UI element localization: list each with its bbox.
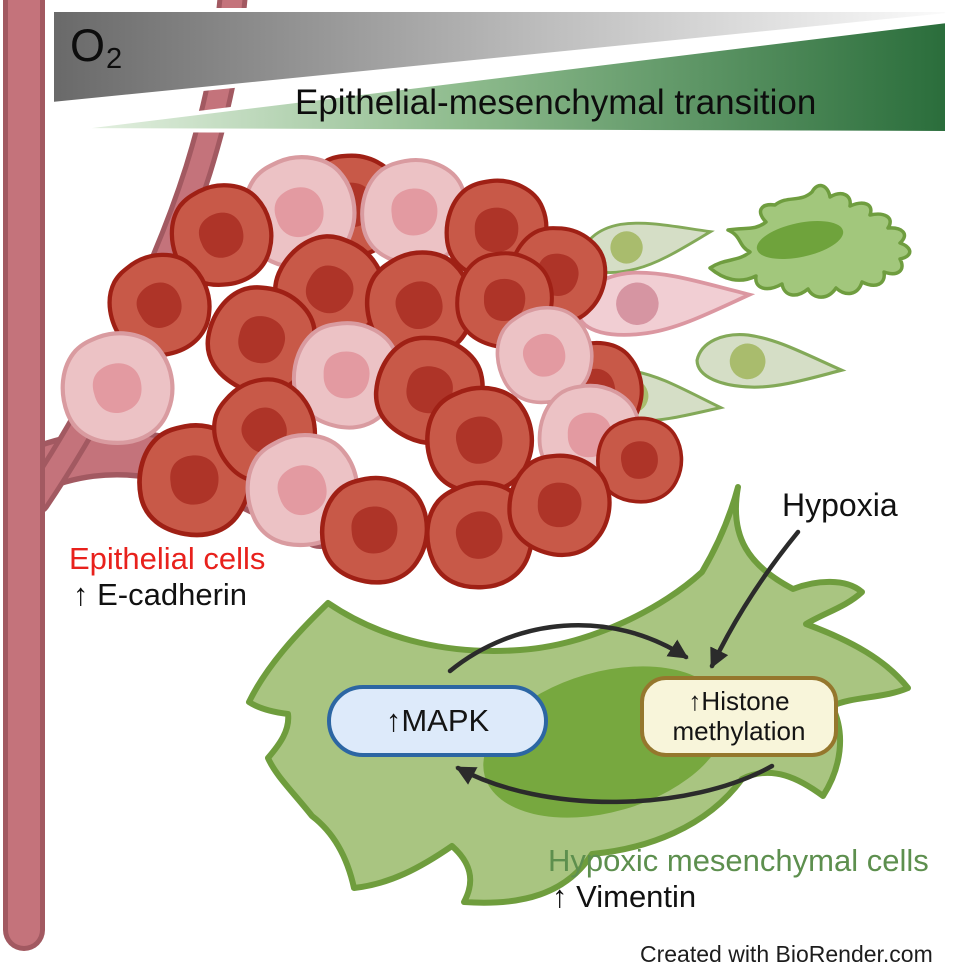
mapk-to-histone-arrow <box>447 623 689 674</box>
histone-to-mapk-arrow <box>455 763 775 805</box>
epithelial-cell <box>596 416 684 504</box>
biorender-credit: Created with BioRender.com <box>640 941 933 967</box>
o2-label: O2 <box>70 20 123 75</box>
e-cadherin-label: ↑ E-cadherin <box>73 577 248 612</box>
emt-gradient-bar <box>59 18 949 136</box>
epithelial-cell <box>58 329 177 448</box>
epithelial-cells-label: Epithelial cells <box>69 541 266 576</box>
epithelial-cell-cluster <box>58 144 684 594</box>
histone-methylation-pill: ↑Histone methylation <box>640 676 838 757</box>
hypoxia-arrow <box>709 529 801 669</box>
hypoxic-mesenchymal-cells-label: Hypoxic mesenchymal cells <box>548 843 929 878</box>
histone-pill-line2: methylation <box>672 715 806 746</box>
histone-pill-line1: ↑Histone <box>688 686 790 717</box>
spiky-mesenchymal-cell <box>708 183 912 299</box>
o2-symbol: O <box>70 20 106 71</box>
vimentin-label: ↑ Vimentin <box>552 879 697 914</box>
emt-banner-label: Epithelial-mesenchymal transition <box>295 83 817 122</box>
o2-subscript: 2 <box>106 43 123 75</box>
mapk-pill-label: ↑MAPK <box>385 703 490 738</box>
signaling-arrows <box>447 529 801 805</box>
hypoxia-label: Hypoxia <box>782 487 898 523</box>
transition-cell <box>693 328 846 399</box>
o2-gradient-bar <box>50 8 949 107</box>
spiky-cell-nucleus <box>756 221 844 259</box>
mapk-pill: ↑MAPK <box>327 685 548 757</box>
